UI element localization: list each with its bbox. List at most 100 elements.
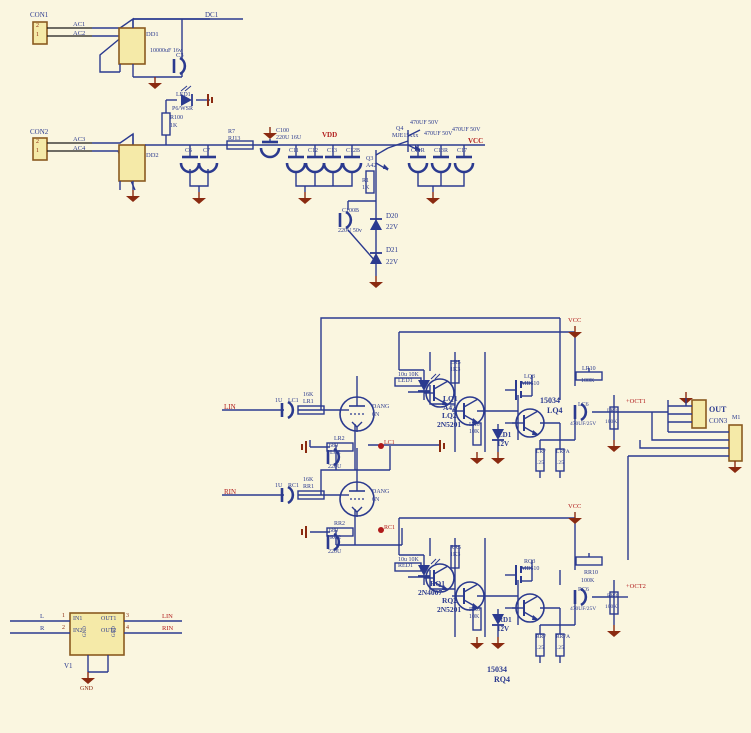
label-m1: M1 — [732, 415, 741, 421]
label-lq1-value: A42 — [443, 403, 456, 412]
connector-m1[interactable] — [706, 424, 743, 462]
label-net-oct1: +OCT1 — [626, 398, 646, 405]
label-q4: Q4 — [396, 126, 404, 132]
mosfet-rq3[interactable] — [505, 560, 533, 585]
label-con3: CON3 — [709, 417, 728, 425]
label-rq3-value: MB610 — [521, 566, 540, 572]
label-rc6-value: 470UF/25V — [570, 606, 597, 612]
label-r100: R100 — [170, 115, 184, 121]
bridge-rectifier-dd2[interactable] — [118, 144, 146, 190]
label-c11r-value: 470UF 50V — [410, 120, 439, 126]
connector-con2[interactable] — [32, 137, 92, 161]
transistor-rq1[interactable] — [424, 563, 455, 593]
label-lr7a-value: .25 — [557, 460, 564, 466]
label-c7: C7 — [203, 148, 211, 154]
label-d21: D21 — [386, 246, 399, 254]
label-d20: D20 — [386, 212, 399, 220]
transistor-lq1[interactable] — [424, 378, 455, 408]
left-driver-wiring — [398, 331, 669, 452]
connector-con1[interactable] — [32, 21, 92, 45]
label-led1-value: P6/WSR — [172, 106, 194, 112]
label-rq1: RQ1 — [430, 579, 445, 588]
transistor-rq4[interactable] — [512, 593, 545, 623]
label-lr1-value: 16K — [303, 392, 314, 398]
label-rr7a-value: .25 — [557, 645, 564, 651]
label-net-rc1: RC1 — [384, 525, 396, 531]
label-lq1: LQ1 — [443, 394, 458, 403]
volume-block-v1[interactable] — [10, 612, 182, 673]
label-c17-value: 470UF 50V — [452, 127, 481, 133]
label-c11: C11 — [289, 148, 299, 154]
label-rd1-value: 12V — [497, 625, 510, 633]
label-con2-pin2: 2 — [36, 139, 39, 145]
label-lq2: LQ2 — [442, 411, 457, 420]
cap-bank-vdd — [285, 145, 363, 192]
label-net-vcc: VCC — [468, 137, 484, 145]
label-rc1: RC1 — [288, 483, 300, 489]
label-rr1-value: 16K — [303, 477, 314, 483]
label-r100-value: 1K — [170, 123, 178, 129]
label-lr2-value: 680 — [329, 443, 338, 449]
label-tube-left-value: 6N — [372, 412, 380, 418]
label-net-dc1: DC1 — [205, 11, 219, 19]
label-dd2: DD2 — [146, 152, 159, 159]
led1[interactable] — [180, 85, 193, 107]
connector-out-con3[interactable] — [668, 399, 707, 429]
label-rq1-value: 2N4007 — [418, 588, 443, 597]
terminal-left-in — [301, 441, 307, 453]
mosfet-lq3[interactable] — [505, 375, 533, 400]
label-net-rin: RIN — [224, 488, 237, 496]
label-v1-pin1: 1 — [62, 613, 65, 619]
transistor-q3[interactable] — [375, 147, 389, 200]
label-rq4: RQ4 — [494, 675, 510, 684]
label-v1-gnd1: GND — [83, 626, 88, 637]
label-rq2-value: 2N5201 — [437, 605, 462, 614]
label-net-lc1: LC1 — [384, 440, 395, 446]
label-c12: C12 — [308, 148, 319, 154]
label-rq3: RQ3 — [524, 559, 536, 565]
label-net-ac3: AC3 — [73, 136, 86, 143]
label-v1-in-l: L — [40, 613, 44, 620]
label-rr7a: RR7A — [556, 634, 571, 640]
label-rr6-value: 10K — [469, 614, 480, 620]
label-d20-value: 22V — [386, 223, 399, 231]
led1-terminal — [207, 94, 213, 106]
label-v1-pin2: 2 — [62, 625, 65, 631]
label-lr5: LR5 — [450, 360, 461, 366]
label-net-lin: LIN — [224, 403, 236, 411]
label-net-vdd: VDD — [322, 131, 338, 139]
label-lc2: LC2 — [330, 450, 341, 456]
label-net-ac1: AC1 — [73, 21, 86, 28]
label-q3-value: A42 — [366, 163, 377, 169]
label-lr3-value: 100K — [605, 419, 618, 425]
label-q3: Q3 — [366, 156, 374, 162]
label-net-vcc-left: VCC — [568, 317, 582, 324]
bridge-rectifier-dd1[interactable] — [118, 19, 146, 77]
vacuum-tube-right[interactable] — [339, 481, 375, 517]
label-rr5-value: 1K3 — [450, 552, 461, 558]
label-lq3-value: MB610 — [521, 381, 540, 387]
transistor-lq4[interactable] — [512, 408, 545, 438]
label-c100b-value: 220U 50v — [338, 228, 362, 234]
transistor-rq2[interactable] — [452, 581, 485, 611]
label-r7-value: RJ13 — [228, 136, 241, 142]
label-rq2: RQ2 — [442, 596, 457, 605]
label-con1-pin2: 2 — [36, 23, 39, 29]
label-rc2: RC2 — [330, 535, 342, 541]
label-net-ac2: AC2 — [73, 30, 86, 37]
net-marker-rc1 — [378, 527, 384, 533]
label-lq2-value: 2N5201 — [437, 420, 462, 429]
label-dd1: DD1 — [146, 31, 159, 38]
label-ld1: LD1 — [498, 431, 512, 439]
label-con1-pin1: 1 — [36, 32, 39, 38]
label-lr1: LR1 — [303, 399, 314, 405]
label-c6: C6 — [185, 148, 193, 154]
label-lc6-value: 470UF/25V — [570, 421, 597, 427]
label-rr2: RR2 — [334, 521, 346, 527]
label-lr3: LR3 — [607, 408, 617, 414]
label-con2: CON2 — [30, 128, 49, 136]
transistor-lq2[interactable] — [452, 396, 485, 426]
label-led1-left: LED1 — [398, 378, 413, 384]
